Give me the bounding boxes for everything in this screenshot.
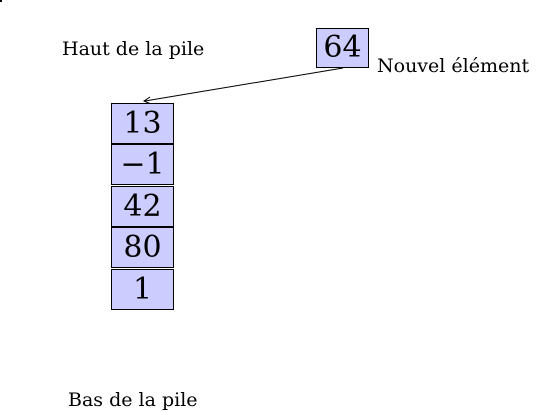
stack-cell: 42 (111, 186, 174, 227)
new-element-label: Nouvel élément (377, 55, 530, 77)
stack-cell: 80 (111, 227, 174, 268)
stack-bottom-label: Bas de la pile (68, 389, 198, 411)
stack-cell: −1 (111, 144, 174, 185)
new-element-box: 64 (316, 28, 369, 68)
corner-mark (0, 0, 2, 2)
stack-top-label: Haut de la pile (62, 38, 205, 60)
stack-cell-bottom: 1 (111, 269, 174, 310)
push-arrow-line (144, 67, 344, 102)
stack-cell-top: 13 (111, 103, 174, 144)
